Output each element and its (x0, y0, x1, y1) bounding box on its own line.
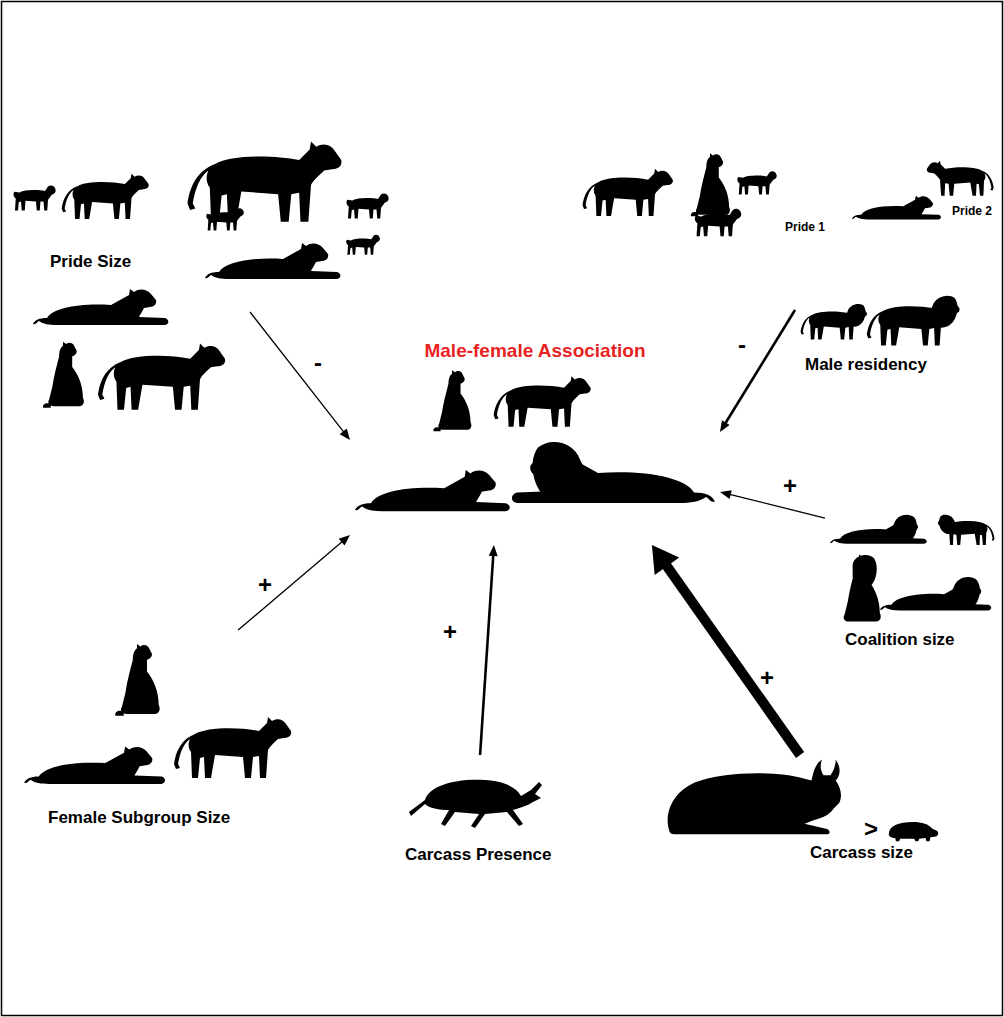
warthog-silhouette (889, 822, 938, 841)
lion-silhouette (938, 515, 995, 545)
arrow-shaft (238, 542, 342, 630)
lioness-silhouette (355, 470, 510, 511)
influence-arrow (720, 490, 825, 518)
lioness-silhouette (852, 196, 941, 220)
sign-label: - (314, 351, 322, 375)
arrow-head (489, 545, 498, 556)
factor-node: Pride Size (10, 140, 250, 410)
arrow-head (339, 535, 350, 546)
factor-node: Carcass size (645, 755, 945, 870)
sign-label: - (738, 333, 746, 357)
lioness-silhouette (174, 717, 291, 778)
lion-silhouette (830, 515, 927, 544)
sign-label: + (783, 474, 797, 498)
lion-silhouette (801, 304, 867, 340)
outcome-title: Male-female Association (424, 340, 645, 362)
influence-arrow (480, 545, 498, 755)
arrow-head (720, 490, 732, 499)
influence-arrow (238, 535, 350, 630)
arrow-head (340, 429, 350, 440)
lioness-silhouette (494, 376, 591, 427)
factor-label: Carcass size (810, 843, 913, 863)
sign-holder: - (738, 333, 746, 357)
arrow-head (720, 420, 730, 432)
factor-label: Female Subgroup Size (48, 808, 230, 828)
label-holder: Pride 2 (952, 205, 992, 219)
arrow-head (652, 545, 679, 575)
factor-node: Male residency (795, 290, 975, 380)
lion-silhouette (867, 296, 960, 346)
cub-silhouette (695, 209, 741, 237)
arrow-shaft (250, 312, 344, 432)
sign-label: + (443, 620, 457, 644)
pride-label: Pride 2 (952, 205, 992, 219)
lioness-silhouette (62, 174, 149, 219)
lioness-silhouette (115, 644, 159, 716)
arrow-shaft (480, 555, 493, 755)
factor-node: Coalition size (825, 505, 998, 655)
factor-label: Pride Size (50, 252, 131, 272)
lioness-silhouette (98, 343, 225, 409)
lioness-silhouette (43, 342, 84, 408)
lioness-silhouette (205, 243, 340, 279)
buffalo-silhouette (668, 760, 841, 835)
outcome-node: Male-female Association (350, 338, 720, 545)
lioness-silhouette (433, 370, 471, 431)
carcass-silhouette (409, 780, 542, 828)
influence-arrow (652, 545, 800, 755)
arrow-shaft (730, 494, 825, 518)
sign-label: + (760, 666, 774, 690)
lioness-silhouette (33, 289, 168, 325)
label-holder: > (864, 815, 878, 843)
sign-holder: + (443, 620, 457, 644)
factor-node: Female Subgroup Size (20, 630, 300, 832)
lioness-silhouette (187, 142, 341, 222)
arrow-shaft (666, 565, 800, 755)
lion-silhouette (512, 442, 715, 503)
lioness-silhouette (24, 746, 165, 783)
label-holder: Pride 1 (785, 221, 825, 235)
sign-holder: + (783, 474, 797, 498)
cub-silhouette (206, 208, 243, 230)
cub-silhouette (346, 193, 388, 218)
arrow-shaft (725, 310, 795, 423)
lioness-silhouette (927, 161, 994, 196)
sign-holder: + (760, 666, 774, 690)
lion-silhouette (844, 554, 881, 621)
cub-silhouette (13, 185, 55, 210)
sign-label: + (258, 573, 272, 597)
sign-holder: - (314, 351, 322, 375)
factor-label: Carcass Presence (405, 845, 552, 865)
factor-node: Carcass Presence (395, 755, 600, 870)
lion-silhouette (880, 577, 991, 610)
influence-arrow (720, 310, 795, 432)
comparison-sign: > (864, 815, 878, 843)
factor-label: Coalition size (845, 630, 955, 650)
lioness-silhouette (582, 169, 672, 216)
pride-label: Pride 1 (785, 221, 825, 235)
factor-label: Male residency (805, 355, 927, 375)
lioness-silhouette (691, 153, 730, 216)
sign-holder: + (258, 573, 272, 597)
influence-arrow (250, 312, 350, 440)
cub-silhouette (346, 235, 380, 255)
cub-silhouette (737, 171, 776, 194)
